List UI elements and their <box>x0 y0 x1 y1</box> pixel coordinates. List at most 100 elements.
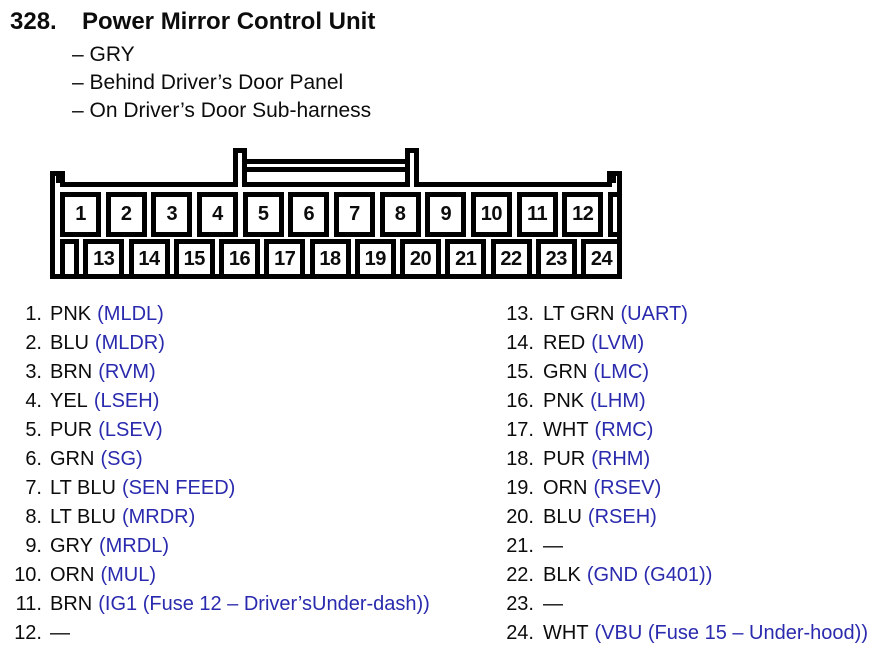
signal-name: (MUL) <box>100 564 156 586</box>
pin-number: 7. <box>25 477 42 499</box>
wire-color: RED <box>543 332 586 354</box>
connector-pin-cell: 17 <box>264 239 306 279</box>
pin-number: 15. <box>506 361 534 383</box>
pin-number: 10. <box>14 564 42 586</box>
pin-row: 13. LT GRN(UART) <box>500 303 868 332</box>
pin-number: 17. <box>506 419 534 441</box>
pin-number: 22. <box>506 564 534 586</box>
wire-color: PNK <box>543 390 585 412</box>
wire-color: ORN <box>50 564 95 586</box>
connector-corner-tab-right <box>607 171 622 187</box>
location-note: – Behind Driver’s Door Panel <box>72 71 344 94</box>
wire-color: GRN <box>543 361 588 383</box>
wire-color: LT BLU <box>50 506 116 528</box>
connector-latch-bar <box>247 159 405 172</box>
signal-name: (UART) <box>620 303 688 325</box>
wire-color: WHT <box>543 419 589 441</box>
pin-row: 22. BLK(GND (G401)) <box>500 564 868 593</box>
connector-diagram: 1 2 3 4 5 6 7 8 9 10 <box>50 148 622 279</box>
pin-number: 3. <box>25 361 42 383</box>
wire-color: BRN <box>50 593 93 615</box>
connector-pin-cell: 5 <box>242 192 284 237</box>
wire-color: BLU <box>543 506 582 528</box>
connector-pin-cell: 23 <box>535 239 577 279</box>
connector-pin-cell: 24 <box>581 239 622 279</box>
wire-color: — <box>50 622 70 644</box>
pin-row: 18.PUR(RHM) <box>500 448 868 477</box>
signal-name: (RSEH) <box>587 506 657 528</box>
connector-latch-post-left <box>233 148 247 187</box>
connector-corner-tab-left <box>50 171 65 187</box>
connector-pin-cell: 2 <box>105 192 147 237</box>
pin-row: 19.ORN(RSEV) <box>500 477 868 506</box>
pin-number: 13. <box>506 303 534 325</box>
page-title: 328.Power Mirror Control Unit <box>10 8 375 36</box>
pin-row: 10. ORN(MUL) <box>10 564 430 593</box>
pin-row: 15. GRN(LMC) <box>500 361 868 390</box>
pin-number: 19. <box>506 477 534 499</box>
connector-pin-cell: 7 <box>333 192 375 237</box>
wire-color: LT BLU <box>50 477 116 499</box>
pin-row: 14.RED(LVM) <box>500 332 868 361</box>
connector-pin-cell: 10 <box>470 192 512 237</box>
wire-color: PNK <box>50 303 92 325</box>
pin-row: 8.LT BLU(MRDR) <box>10 506 430 535</box>
pin-row: 23.— <box>500 593 868 622</box>
signal-name: (RMC) <box>594 419 654 441</box>
pin-number: 9. <box>25 535 42 557</box>
signal-name: (SEN FEED) <box>121 477 236 499</box>
connector-pin-cell: 14 <box>128 239 170 279</box>
wire-color: BLK <box>543 564 581 586</box>
signal-name: (LSEH) <box>93 390 160 412</box>
pin-number: 6. <box>25 448 42 470</box>
wire-color: LT GRN <box>543 303 615 325</box>
pin-number: 2. <box>25 332 42 354</box>
signal-name: (RHM) <box>591 448 651 470</box>
connector-keyway-slot-left <box>60 239 79 279</box>
wire-color: WHT <box>543 622 589 644</box>
pin-row: 5. PUR(LSEV) <box>10 419 430 448</box>
connector-pin-cell: 22 <box>490 239 532 279</box>
pin-row: 1.PNK(MLDL) <box>10 303 430 332</box>
wire-color: PUR <box>50 419 93 441</box>
connector-pin-cell: 21 <box>445 239 487 279</box>
pin-number: 5. <box>25 419 42 441</box>
pin-row: 21. — <box>500 535 868 564</box>
connector-pin-cell: 3 <box>151 192 193 237</box>
pin-number: 18. <box>506 448 534 470</box>
connector-body-outline: 1 2 3 4 5 6 7 8 9 10 <box>50 182 622 279</box>
wire-color: BLU <box>50 332 89 354</box>
connector-pin-cell: 8 <box>379 192 421 237</box>
signal-name: (IG1 (Fuse 12 – Driver’sUnder-dash)) <box>98 593 430 615</box>
connector-latch-post-right <box>405 148 419 187</box>
pin-number: 16. <box>506 390 534 412</box>
signal-name: (MLDR) <box>94 332 165 354</box>
pin-row: 9.GRY(MRDL) <box>10 535 430 564</box>
connector-pin-cell: 6 <box>288 192 330 237</box>
signal-name: (LSEV) <box>98 419 163 441</box>
wire-color: GRY <box>50 535 93 557</box>
pin-number: 11. <box>15 593 42 615</box>
pin-number: 4. <box>25 390 42 412</box>
signal-name: (VBU (Fuse 15 – Under-hood)) <box>594 622 868 644</box>
pin-row: 4.YEL(LSEH) <box>10 390 430 419</box>
pin-row: 12.— <box>10 622 430 651</box>
wire-color: — <box>543 593 563 615</box>
connector-pin-cell: 9 <box>425 192 467 237</box>
location-note: – GRY <box>72 43 135 66</box>
connector-keyway-slot-right <box>607 192 622 237</box>
connector-bottom-row: 13 14 15 16 17 18 19 20 21 22 <box>60 239 622 279</box>
wire-color: BRN <box>50 361 93 383</box>
pin-row: 2. BLU(MLDR) <box>10 332 430 361</box>
connector-top-row: 1 2 3 4 5 6 7 8 9 10 <box>60 192 622 237</box>
pin-number: 21. <box>506 535 534 557</box>
item-number: 328. <box>10 8 57 35</box>
pin-number: 24. <box>506 622 534 644</box>
location-notes: – GRY – Behind Driver’s Door Panel – On … <box>72 41 371 125</box>
signal-name: (GND (G401)) <box>586 564 713 586</box>
wire-color: ORN <box>543 477 588 499</box>
wire-color: — <box>543 535 563 557</box>
signal-name: (RVM) <box>98 361 156 383</box>
connector-pin-cell: 13 <box>83 239 125 279</box>
signal-name: (LMC) <box>593 361 649 383</box>
